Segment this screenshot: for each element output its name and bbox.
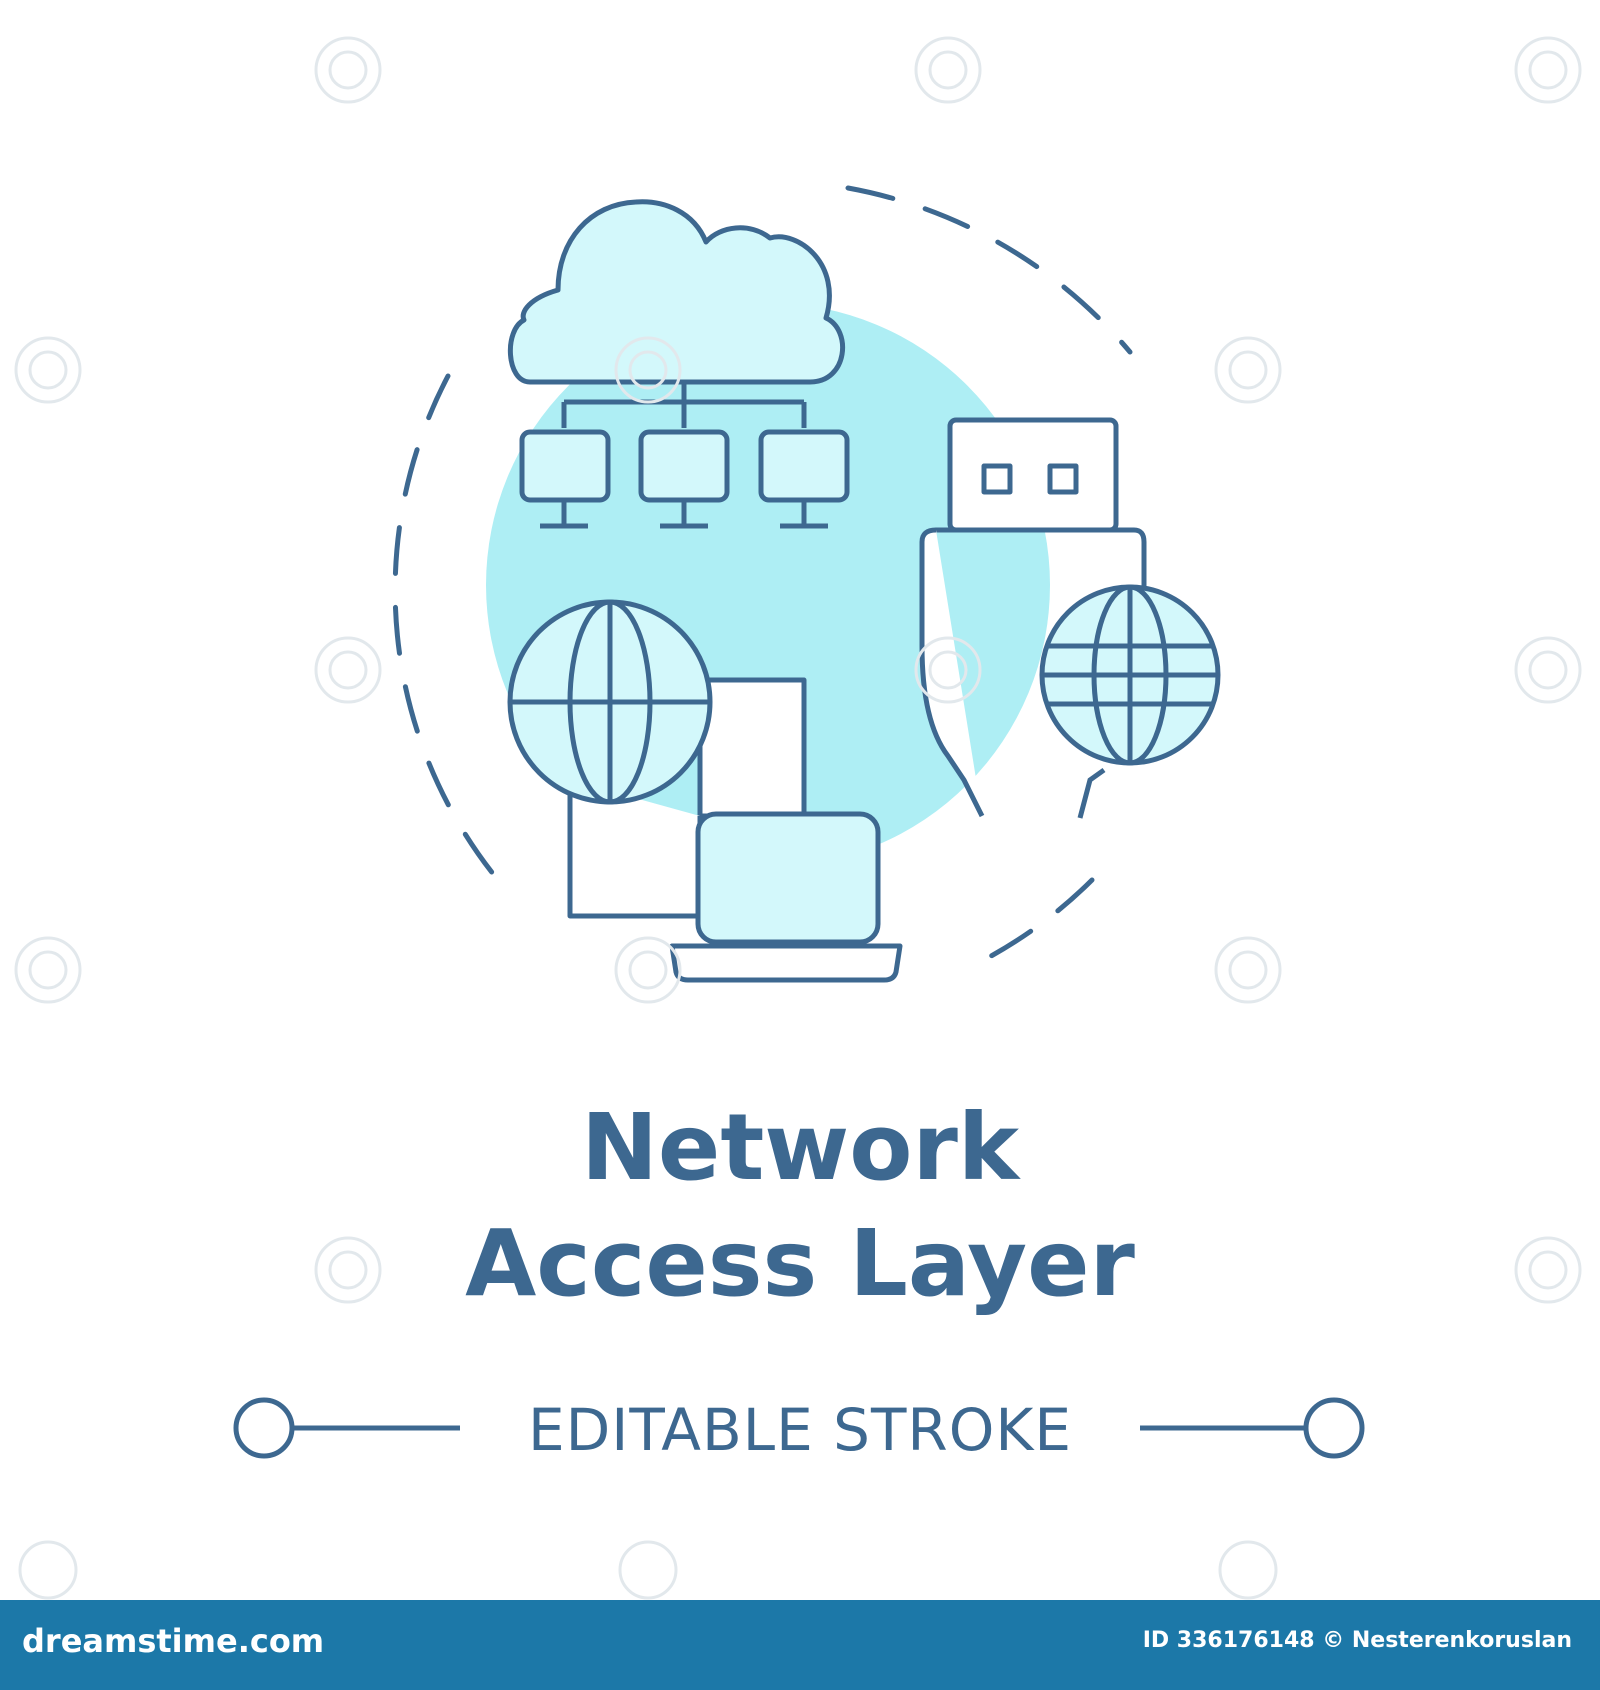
dashed-ring bbox=[392, 185, 1133, 971]
left-handle-icon bbox=[233, 1397, 295, 1459]
watermark-marks bbox=[14, 36, 1582, 1600]
right-handle-icon bbox=[1303, 1397, 1365, 1459]
editable-stroke-decoration bbox=[233, 1397, 1365, 1459]
globe-icon bbox=[1039, 584, 1221, 819]
page-title: Network Access Layer bbox=[0, 1090, 1600, 1322]
footer-bar: dreamstime.com ID 336176148 © Nesterenko… bbox=[0, 1600, 1600, 1690]
globe-icon bbox=[507, 599, 713, 805]
footer-image-id: ID 336176148 © Nesterenkoruslan bbox=[1142, 1628, 1572, 1653]
title-line-2: Access Layer bbox=[465, 1210, 1135, 1317]
title-line-1: Network bbox=[580, 1094, 1020, 1201]
laptop-icon bbox=[669, 811, 903, 983]
footer-site-name[interactable]: dreamstime.com bbox=[22, 1622, 325, 1660]
monitor-icon bbox=[758, 429, 850, 529]
icon-illustration bbox=[14, 36, 1582, 1600]
usb-drive-icon bbox=[919, 417, 1147, 818]
editable-stroke-label: EDITABLE STROKE bbox=[527, 1396, 1073, 1464]
monitor-icon bbox=[519, 429, 611, 529]
monitor-icon bbox=[638, 429, 730, 529]
network-lines bbox=[561, 382, 807, 428]
cloud-icon bbox=[508, 199, 845, 385]
